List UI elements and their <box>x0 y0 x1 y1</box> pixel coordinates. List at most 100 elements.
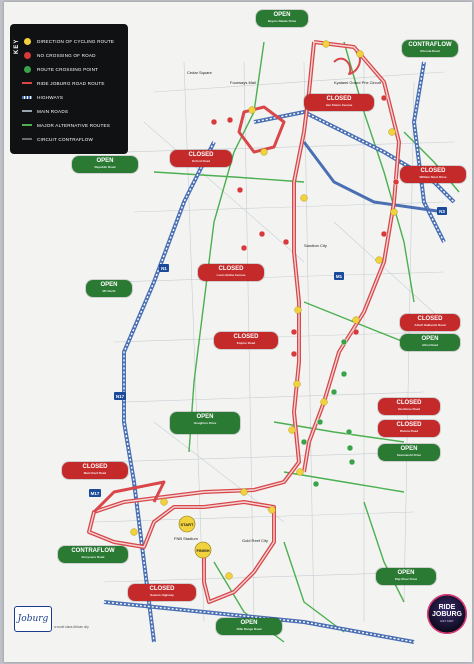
key-symbol-icon <box>22 107 32 115</box>
direction-marker <box>225 572 233 580</box>
direction-marker <box>356 50 364 58</box>
key-label: DIRECTION OF CYCLING ROUTE <box>37 38 115 44</box>
joburg-logo: Joburg <box>14 606 52 632</box>
no-crossing-marker <box>240 244 248 252</box>
direction-marker <box>375 256 383 264</box>
key-row: MAJOR ALTERNATIVE ROUTES <box>22 120 110 130</box>
crossing-point-marker <box>316 418 324 426</box>
key-symbol-icon <box>22 65 32 73</box>
key-title: KEY <box>14 38 20 54</box>
tag-status: CLOSED <box>188 152 214 158</box>
tag-road: Louis Botha Avenue <box>216 273 246 277</box>
no-crossing-marker <box>290 328 298 336</box>
key-row: HIGHWAYS <box>22 92 63 102</box>
key-symbol-icon <box>22 37 32 45</box>
tag-status: CLOSED <box>149 586 175 592</box>
direction-marker <box>268 506 276 514</box>
key-row: DIRECTION OF CYCLING ROUTE <box>22 36 114 46</box>
finish-label: FINISH <box>196 548 209 553</box>
no-crossing-marker <box>380 94 388 102</box>
start-label: START <box>180 522 194 527</box>
tag-status: OPEN <box>400 446 418 452</box>
map-key: KEY DIRECTION OF CYCLING ROUTE NO CROSSIN… <box>10 24 128 154</box>
key-label: NO CROSSING OF ROAD <box>37 52 96 58</box>
shield-n1: N1 <box>161 266 167 271</box>
direction-marker <box>294 306 302 314</box>
key-label: RIDE JOBURG ROAD ROUTE <box>37 80 105 86</box>
tag-status: CLOSED <box>218 266 244 272</box>
tag-road: Rivonia Road <box>420 49 440 53</box>
no-crossing-marker <box>258 230 266 238</box>
tag-road: Riviera Road <box>399 429 419 433</box>
crossing-point-marker <box>300 438 308 446</box>
tag-road: Empire Road <box>236 341 256 345</box>
direction-marker <box>248 106 256 114</box>
tag-road: Atholl Oaklands Road <box>414 323 446 327</box>
key-row: ROUTE CROSSING POINT <box>22 64 98 74</box>
place-fourways: Fourways Mall <box>230 80 256 85</box>
direction-marker <box>160 498 168 506</box>
map-sheet: START FINISH N1 M1 N3 M17 N17 Fourways M… <box>4 2 472 662</box>
direction-marker <box>293 380 301 388</box>
tag-road: Houghton Drive <box>193 421 217 425</box>
no-crossing-marker <box>380 230 388 238</box>
shield-m17: M17 <box>91 491 100 496</box>
tag-road: Athol Road <box>422 343 438 347</box>
key-label: ROUTE CROSSING POINT <box>37 66 99 72</box>
key-symbol-icon <box>22 121 32 129</box>
key-label: MAJOR ALTERNATIVE ROUTES <box>37 122 111 128</box>
tag-status: CONTRAFLOW <box>71 548 115 554</box>
tag-road: Beyers Naude Drive <box>267 19 297 23</box>
badge-line2: JOBURG <box>432 611 462 618</box>
tag-status: OPEN <box>100 282 118 288</box>
key-row: CIRCUIT CONTRAFLOW <box>22 134 93 144</box>
direction-marker <box>288 426 296 434</box>
no-crossing-marker <box>210 118 218 126</box>
direction-marker <box>260 148 268 156</box>
highway-shields: N1 M1 N3 M17 N17 <box>89 207 447 497</box>
place-cedar: Cedar Square <box>187 70 213 75</box>
key-label: HIGHWAYS <box>37 94 64 100</box>
ride-route <box>87 40 401 604</box>
tag-road: Booysens Road <box>81 555 105 559</box>
key-symbol-icon <box>22 135 32 143</box>
place-labels: Fourways Mall Kyalami Grand Prix Circuit… <box>174 70 382 543</box>
no-crossing-marker <box>352 328 360 336</box>
tag-status: CLOSED <box>233 334 259 340</box>
route-map: START FINISH N1 M1 N3 M17 N17 Fourways M… <box>87 40 460 644</box>
joburg-tagline: a world class African city <box>54 625 89 629</box>
place-gold-reef: Gold Reef City <box>242 538 268 543</box>
tag-road: Rifle Range Road <box>236 627 262 631</box>
direction-markers <box>130 40 398 580</box>
no-crossing-marker <box>392 178 400 186</box>
tag-road: Jan Smuts Avenue <box>325 103 353 107</box>
crossing-points <box>300 338 356 488</box>
key-symbol-icon <box>22 79 32 87</box>
tag-status: OPEN <box>421 336 439 342</box>
tag-road: Saxonwold Drive <box>396 453 422 457</box>
tag-status: OPEN <box>273 12 291 18</box>
direction-marker <box>322 40 330 48</box>
direction-marker <box>300 194 308 202</box>
no-crossing-marker <box>226 116 234 124</box>
key-symbol-icon <box>22 93 32 101</box>
crossing-point-marker <box>346 444 354 452</box>
highways <box>103 61 456 644</box>
badge-line1: RIDE <box>438 604 456 611</box>
direction-marker <box>388 128 396 136</box>
tag-status: CLOSED <box>326 96 352 102</box>
key-label: MAIN ROADS <box>37 108 69 114</box>
